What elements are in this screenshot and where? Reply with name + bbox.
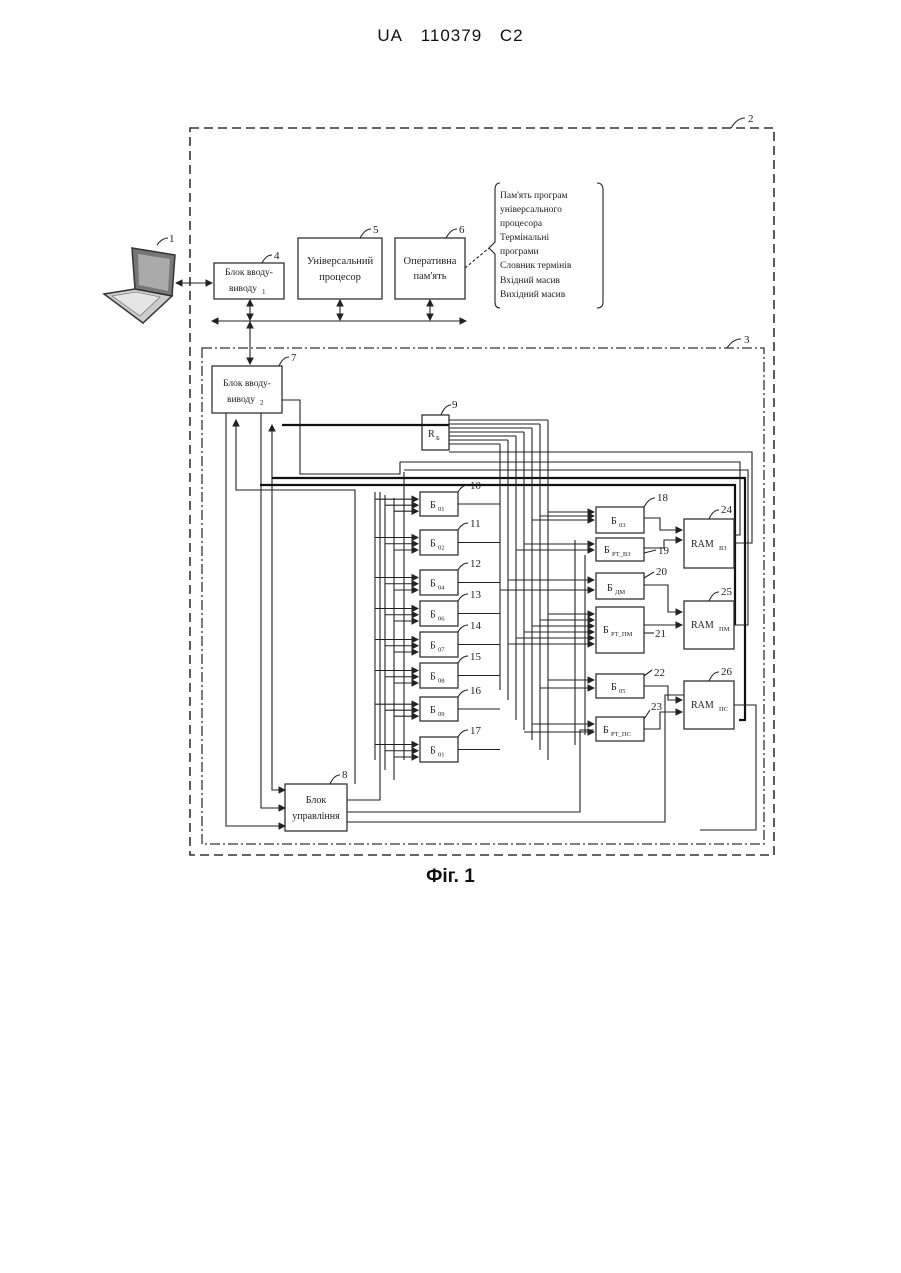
svg-text:Б: Б	[604, 545, 610, 556]
ref-3: 3	[744, 334, 750, 346]
ref-16: 16	[470, 685, 482, 697]
svg-text:Б: Б	[430, 579, 436, 590]
svg-text:08: 08	[438, 678, 445, 685]
ref-17: 17	[470, 725, 482, 737]
ref-10: 10	[470, 480, 482, 492]
svg-text:Б: Б	[430, 705, 436, 716]
svg-text:Вихідний масив: Вихідний масив	[500, 289, 566, 300]
svg-text:РТ_ПМ: РТ_ПМ	[611, 631, 633, 638]
svg-text:Б: Б	[436, 435, 440, 442]
ref-21: 21	[655, 628, 666, 640]
register-rb	[422, 415, 449, 450]
svg-text:01: 01	[438, 752, 445, 759]
svg-text:Б: Б	[603, 625, 609, 636]
ref-23: 23	[651, 701, 663, 713]
svg-text:RAM: RAM	[691, 700, 714, 711]
svg-text:Вхідний масив: Вхідний масив	[500, 275, 561, 286]
svg-text:Б: Б	[430, 746, 436, 757]
svg-text:управління: управління	[292, 811, 340, 822]
ref-6: 6	[459, 224, 465, 236]
svg-text:02: 02	[438, 545, 445, 552]
io-block-2	[212, 366, 282, 413]
svg-text:виводу: виводу	[229, 284, 257, 294]
svg-text:Б: Б	[603, 725, 609, 736]
block-18	[596, 507, 644, 533]
svg-text:Блок вводу-: Блок вводу-	[223, 379, 271, 389]
svg-text:RAM: RAM	[691, 620, 714, 631]
control-block	[285, 784, 347, 831]
svg-text:RAM: RAM	[691, 539, 714, 550]
svg-text:Блок: Блок	[306, 795, 327, 806]
ref-24: 24	[721, 504, 733, 516]
svg-text:універсального: універсального	[500, 205, 562, 215]
figure-caption: Фіг. 1	[0, 866, 901, 888]
svg-text:04: 04	[438, 585, 445, 592]
svg-text:05: 05	[619, 688, 626, 695]
ref-15: 15	[470, 651, 482, 663]
ref-22: 22	[654, 667, 665, 679]
svg-text:ПС: ПС	[719, 706, 728, 713]
ref-8: 8	[342, 769, 348, 781]
svg-text:Б: Б	[611, 682, 617, 693]
svg-text:Б: Б	[611, 516, 617, 527]
svg-text:ПМ: ПМ	[719, 626, 730, 633]
svg-text:Б: Б	[430, 641, 436, 652]
svg-text:процесор: процесор	[319, 272, 361, 283]
ref-1: 1	[169, 233, 175, 245]
svg-text:1: 1	[262, 288, 266, 296]
svg-text:процесора: процесора	[500, 219, 543, 229]
ref-26: 26	[721, 666, 733, 678]
svg-text:РТ_ВЗ: РТ_ВЗ	[612, 551, 631, 558]
ref-9: 9	[452, 399, 458, 411]
svg-text:ВЗ: ВЗ	[719, 545, 727, 552]
svg-text:ДМ: ДМ	[615, 589, 625, 596]
svg-text:06: 06	[438, 616, 445, 623]
svg-text:Словник термінів: Словник термінів	[500, 261, 572, 271]
svg-text:виводу: виводу	[227, 395, 255, 405]
svg-text:Універсальний: Універсальний	[307, 256, 374, 267]
accelerator-frame	[202, 348, 764, 844]
svg-text:Б: Б	[430, 672, 436, 683]
svg-text:01: 01	[438, 506, 445, 513]
ref-12: 12	[470, 558, 481, 570]
svg-text:Термінальні: Термінальні	[500, 233, 549, 243]
svg-text:Оперативна: Оперативна	[404, 256, 457, 267]
svg-text:РТ_ПС: РТ_ПС	[611, 731, 631, 738]
svg-text:07: 07	[438, 647, 445, 654]
ref-20: 20	[656, 566, 668, 578]
svg-text:03: 03	[619, 522, 626, 529]
laptop-icon	[104, 248, 175, 323]
ref-2: 2	[748, 113, 754, 125]
svg-text:Б: Б	[430, 500, 436, 511]
svg-text:Блок вводу-: Блок вводу-	[225, 268, 273, 278]
ref-4: 4	[274, 250, 280, 262]
ref-25: 25	[721, 586, 733, 598]
system-frame	[190, 128, 774, 855]
ref-13: 13	[470, 589, 482, 601]
svg-text:Б: Б	[430, 610, 436, 621]
ref-7: 7	[291, 352, 297, 364]
main-memory	[395, 238, 465, 299]
universal-processor	[298, 238, 382, 299]
svg-text:Б: Б	[430, 539, 436, 550]
svg-text:пам'ять: пам'ять	[413, 271, 446, 282]
memory-contents-note: Пам'ять програм універсального процесора…	[500, 191, 572, 300]
svg-text:R: R	[428, 429, 435, 440]
ref-14: 14	[470, 620, 482, 632]
ref-5: 5	[373, 224, 379, 236]
svg-text:Пам'ять програм: Пам'ять програм	[500, 191, 568, 201]
svg-text:Б: Б	[607, 583, 613, 594]
svg-text:2: 2	[260, 399, 264, 407]
svg-text:09: 09	[438, 711, 445, 718]
ref-18: 18	[657, 492, 669, 504]
ref-11: 11	[470, 518, 481, 530]
svg-text:програми: програми	[500, 247, 539, 257]
